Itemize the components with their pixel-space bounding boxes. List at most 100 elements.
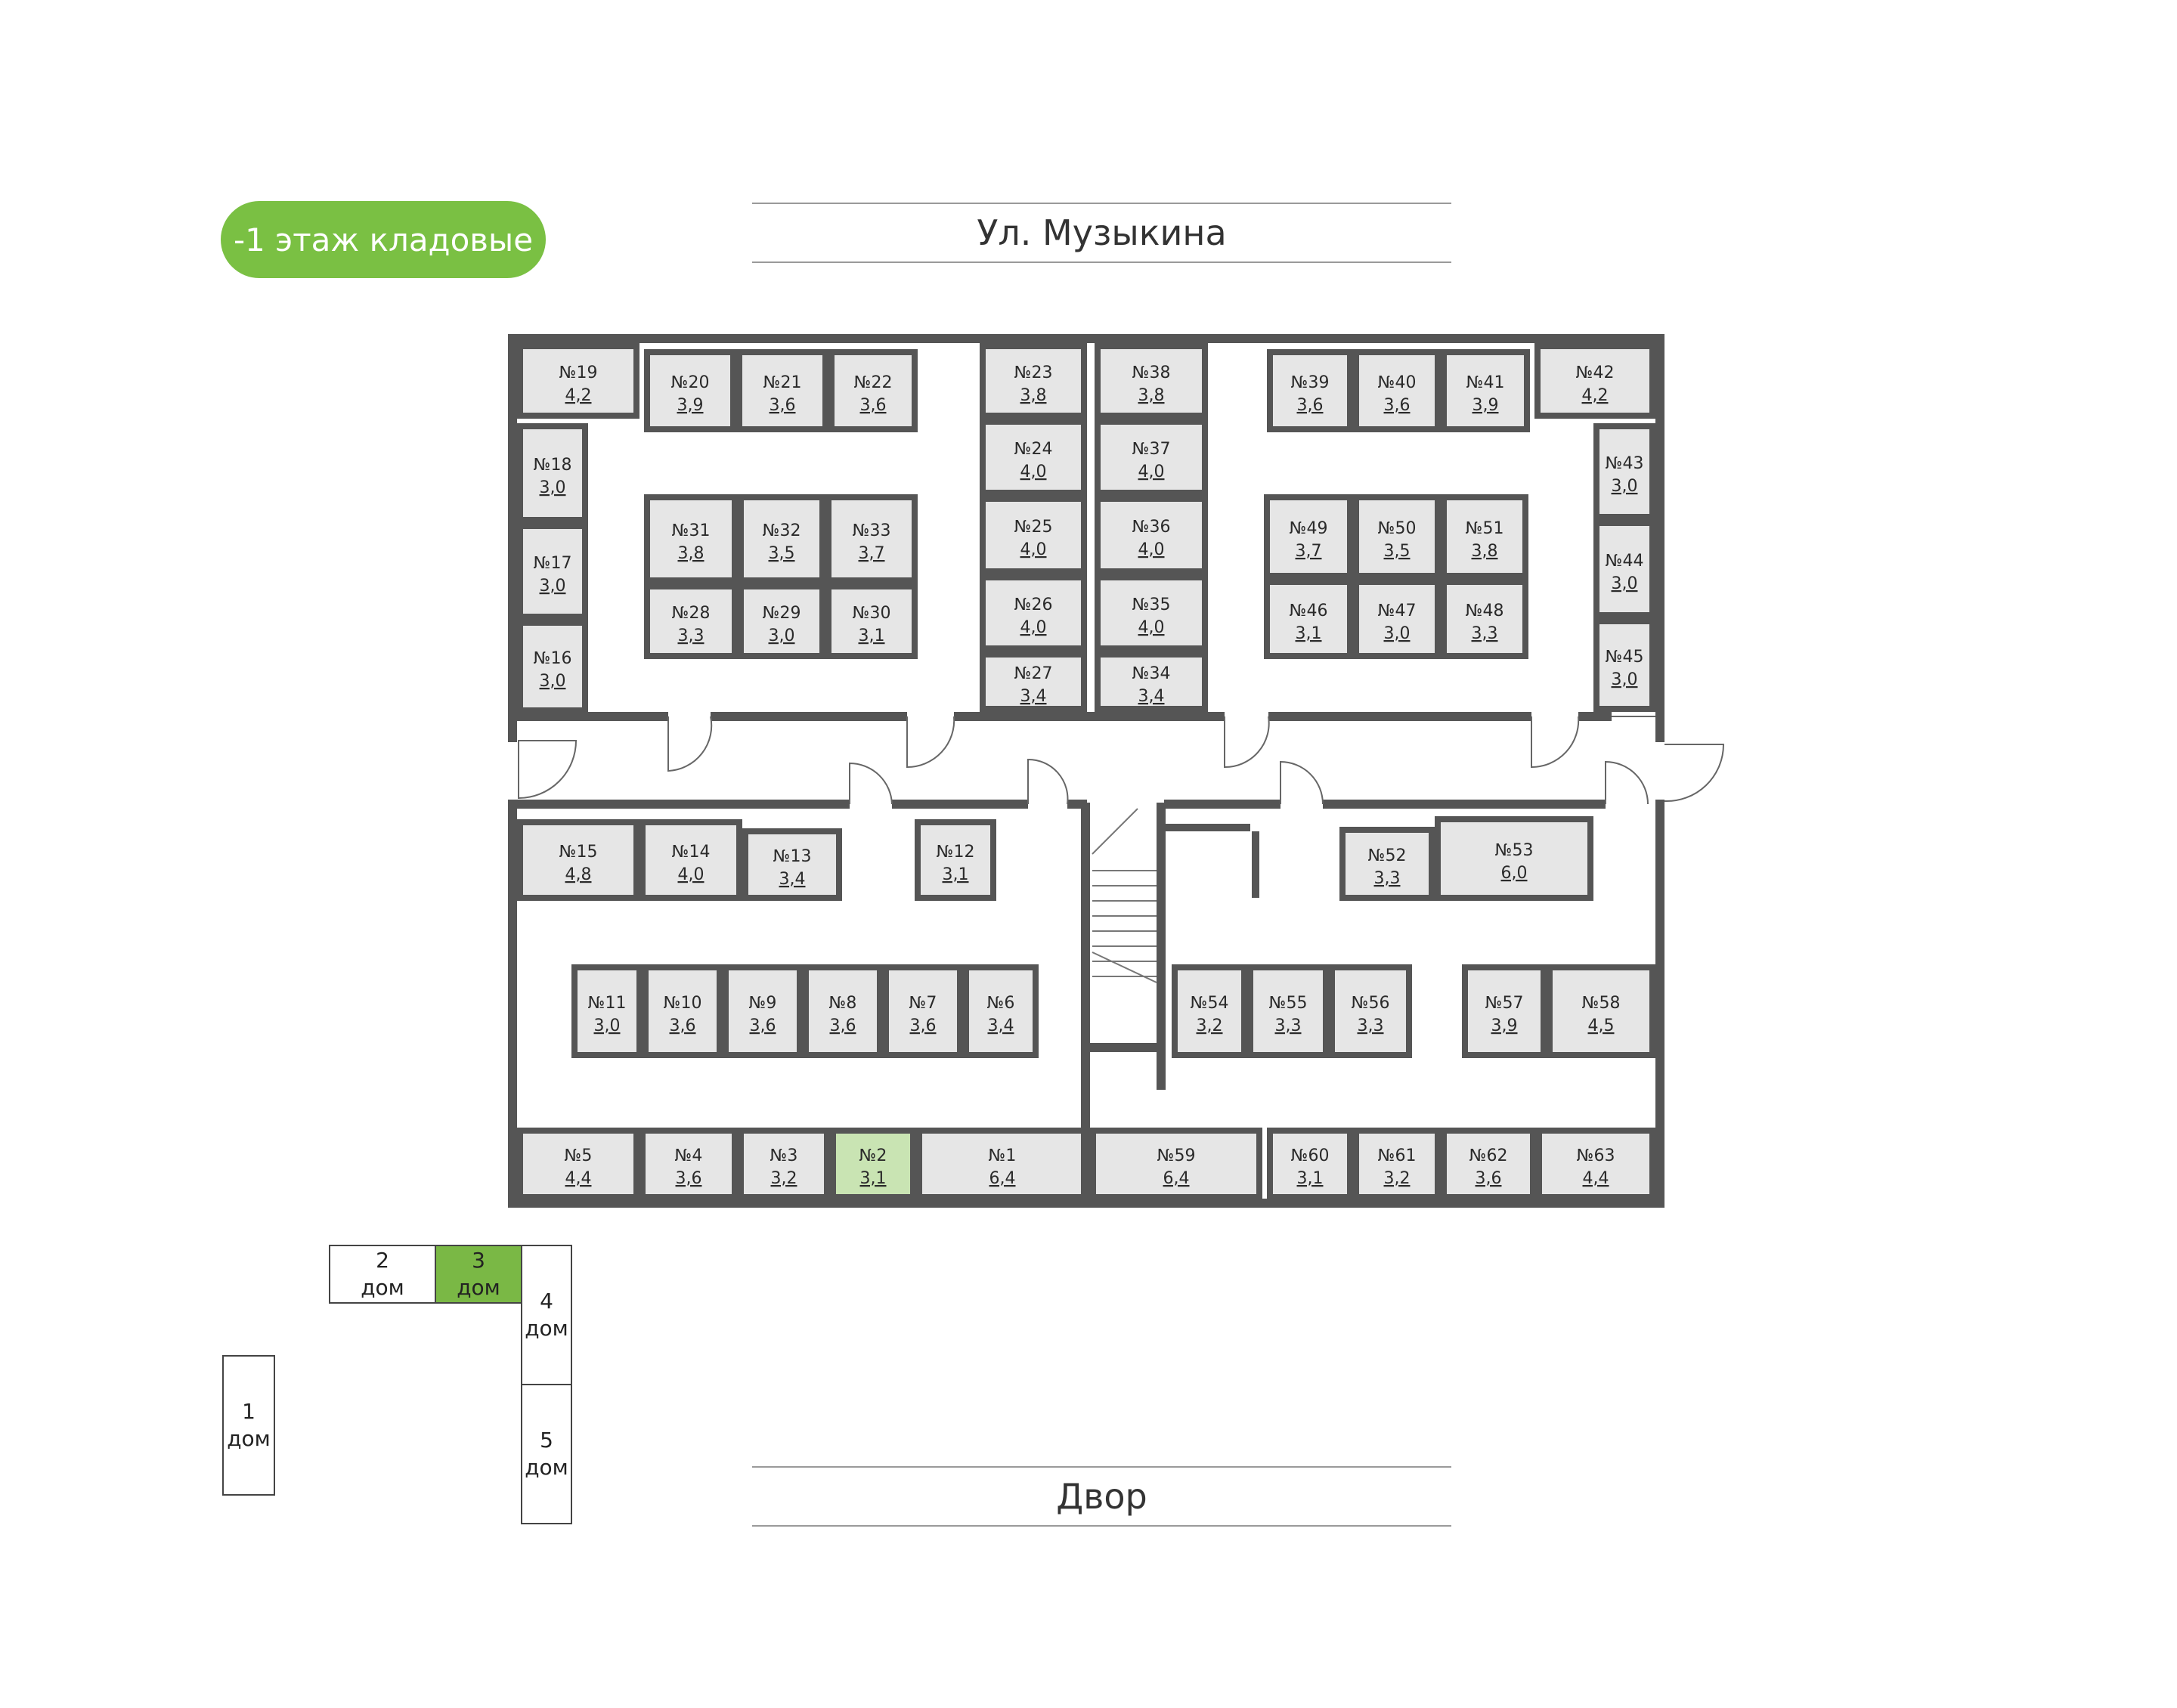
storage-room-area: 3,3 xyxy=(1374,869,1401,888)
storage-room-number: №24 xyxy=(1014,440,1053,459)
storage-room-area: 3,3 xyxy=(678,627,705,645)
storage-room-4[interactable]: №43,6 xyxy=(639,1128,738,1200)
storage-room-area: 4,5 xyxy=(1588,1016,1615,1035)
building-3[interactable]: 3 дом xyxy=(435,1245,522,1304)
storage-room-1[interactable]: №16,4 xyxy=(916,1128,1088,1200)
storage-room-area: 3,1 xyxy=(1296,624,1322,643)
storage-room-area: 3,8 xyxy=(678,544,705,563)
storage-room-number: №15 xyxy=(559,843,598,862)
storage-room-area: 4,4 xyxy=(565,1169,592,1188)
storage-room-area: 4,0 xyxy=(1020,618,1047,637)
storage-room-number: №54 xyxy=(1191,994,1229,1013)
storage-room-box xyxy=(1353,494,1441,579)
building-4[interactable]: 4 дом xyxy=(521,1245,572,1385)
storage-room-area: 3,5 xyxy=(1384,542,1411,561)
storage-room-2[interactable]: №23,1 xyxy=(830,1128,916,1200)
storage-room-box xyxy=(1095,419,1208,496)
storage-room-box xyxy=(1339,827,1435,901)
building-1[interactable]: 1 дом xyxy=(222,1355,275,1496)
storage-room-box xyxy=(980,343,1087,419)
storage-room-area: 3,6 xyxy=(1384,396,1411,415)
storage-room-area: 3,1 xyxy=(1297,1169,1324,1188)
storage-room-area: 4,0 xyxy=(1138,463,1165,481)
storage-room-area: 3,0 xyxy=(1384,624,1411,643)
building-word: дом xyxy=(227,1426,271,1451)
storage-room-area: 3,2 xyxy=(1197,1016,1223,1035)
storage-room-5[interactable]: №54,4 xyxy=(517,1128,639,1200)
storage-room-area: 3,7 xyxy=(1296,542,1322,561)
storage-room-box xyxy=(1353,579,1441,659)
storage-room-6[interactable]: №63,4 xyxy=(963,964,1039,1058)
building-2[interactable]: 2 дом xyxy=(329,1245,436,1304)
storage-room-area: 3,0 xyxy=(540,672,566,691)
storage-room-area: 3,0 xyxy=(1612,477,1638,496)
building-5[interactable]: 5 дом xyxy=(521,1384,572,1524)
storage-room-number: №13 xyxy=(773,847,812,866)
storage-room-number: №40 xyxy=(1378,373,1417,392)
storage-room-number: №44 xyxy=(1606,552,1644,571)
storage-room-area: 3,0 xyxy=(769,627,795,645)
storage-room-3[interactable]: №33,2 xyxy=(738,1128,830,1200)
storage-room-box xyxy=(915,819,996,901)
storage-room-number: №18 xyxy=(534,456,572,475)
storage-room-area: 3,9 xyxy=(1491,1016,1518,1035)
